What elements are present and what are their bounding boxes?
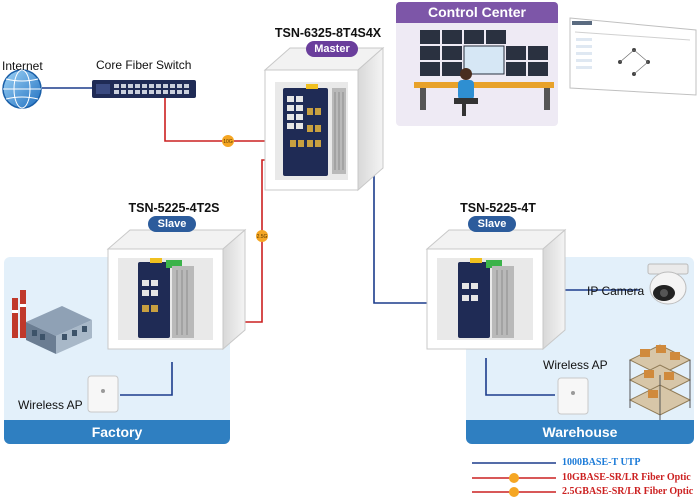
control-room-illustration	[414, 30, 554, 116]
shelves-illustration	[628, 344, 692, 420]
master-device-name: TSN-6325-8T4S4X	[274, 26, 382, 40]
factory-illustration	[12, 290, 92, 354]
slave-right-device-name: TSN-5225-4T	[460, 201, 536, 215]
core-switch-label: Core Fiber Switch	[96, 58, 192, 72]
ip-camera-label: IP Camera	[587, 284, 645, 298]
slave-left-device-name: TSN-5225-4T2S	[128, 201, 220, 215]
warehouse-title: Warehouse	[466, 420, 694, 444]
legend-lines	[472, 462, 556, 497]
master-cabinet	[263, 46, 385, 192]
internet-label: Internet	[2, 59, 43, 73]
warehouse-ap-label: Wireless AP	[543, 358, 608, 372]
link-badge-2.5g: 2.5G	[257, 234, 268, 240]
globe-icon	[2, 69, 42, 109]
link-badge-10g: 10G	[223, 139, 233, 145]
link-badge-2.5g-dot	[256, 230, 268, 242]
legend-2.5g-label: 2.5GBASE-SR/LR Fiber Optic	[562, 486, 694, 497]
slave-left-role-badge: Slave	[148, 216, 196, 232]
slave-right-cabinet	[425, 228, 567, 351]
link-badge-10g-dot	[222, 135, 234, 147]
camera-icon	[647, 263, 689, 305]
legend-10g-label: 10GBASE-SR/LR Fiber Optic	[562, 472, 691, 483]
slave-right-role-badge: Slave	[468, 216, 516, 232]
core-fiber-switch-device	[92, 80, 196, 98]
factory-title: Factory	[4, 420, 230, 444]
factory-ap-device	[87, 375, 119, 413]
legend-utp-label: 1000BASE-T UTP	[562, 457, 641, 468]
slave-left-cabinet	[106, 228, 247, 351]
warehouse-ap-device	[557, 377, 589, 415]
software-screenshot	[569, 17, 697, 96]
factory-ap-label: Wireless AP	[18, 398, 83, 412]
master-role-badge: Master	[306, 41, 358, 57]
control-center-title: Control Center	[396, 2, 558, 23]
